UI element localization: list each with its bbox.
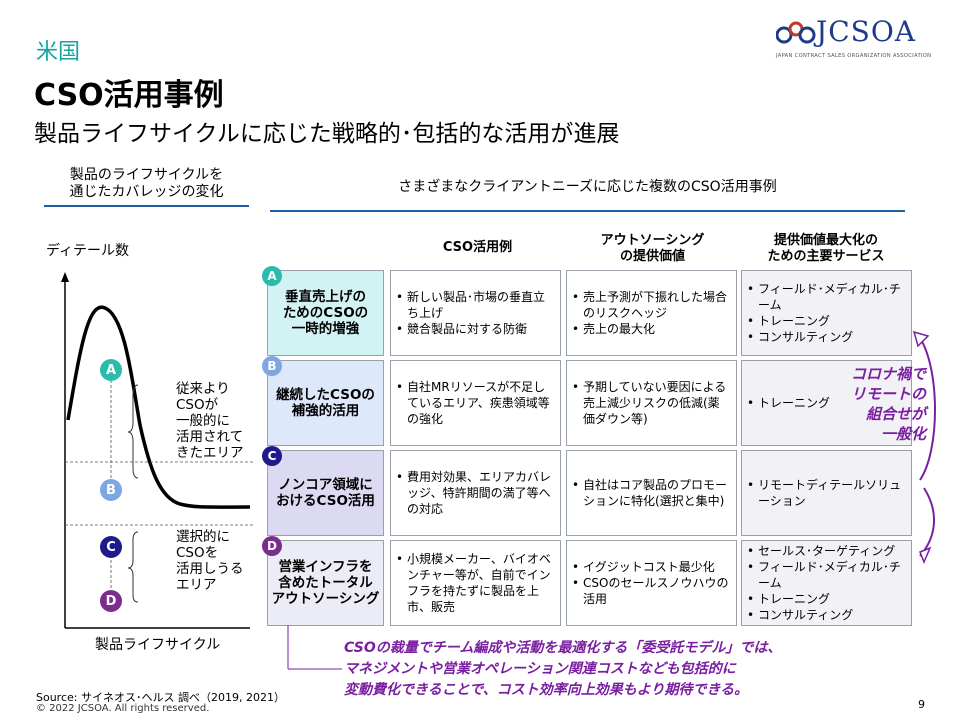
logo-swirl-icon <box>776 21 816 44</box>
cell-b-examples: 自社MRリソースが不足しているエリア、疾患領域等の強化 <box>390 360 561 446</box>
list-item: フィールド･メディカル･チーム <box>746 559 905 591</box>
left-panel-heading: 製品のライフサイクルを 通じたカバレッジの変化 <box>44 167 249 201</box>
logo-wordmark: JCSOA <box>816 15 917 48</box>
cell-a-examples: 新しい製品･市場の垂直立ち上げ 競合製品に対する防衛 <box>390 270 561 356</box>
marker-a: A <box>100 359 122 381</box>
copyright: © 2022 JCSOA. All rights reserved. <box>36 703 210 714</box>
list-item: トレーニング <box>746 313 905 329</box>
left-heading-underline <box>44 205 249 207</box>
arrow-head-upper <box>912 330 930 348</box>
right-heading-underline <box>270 210 905 212</box>
list-item: 売上予測が下振れした場合のリスクヘッジ <box>571 289 730 321</box>
lifecycle-chart <box>61 272 255 629</box>
brace-cd <box>127 531 139 603</box>
row-badge-d: D <box>262 536 282 556</box>
cell-d-services: セールス･ターゲティング フィールド･メディカル･チーム トレーニング コンサル… <box>741 540 912 626</box>
page-subtitle: 製品ライフサイクルに応じた戦略的･包括的な活用が進展 <box>34 121 620 147</box>
row-badge-a: A <box>262 266 282 286</box>
purple-arrows <box>912 330 936 564</box>
page-number: 9 <box>918 698 925 711</box>
list-item: コンサルティング <box>746 329 905 345</box>
list-item: 売上の最大化 <box>571 321 730 337</box>
corona-annotation: コロナ禍で リモートの 組合せが 一般化 <box>850 365 926 443</box>
list-item: 小規模メーカー、バイオベンチャー等が、自前でインフラを持たずに製品を上市、販売 <box>395 551 554 615</box>
cell-d-value: イグジットコスト最少化 CSOのセールスノウハウの活用 <box>566 540 737 626</box>
list-item: リモートディテールソリューション <box>746 477 905 509</box>
row-label-a: 垂直売上げの ためのCSOの 一時的増強 <box>267 270 384 356</box>
list-item: 自社MRリソースが不足しているエリア、疾患領域等の強化 <box>395 379 554 427</box>
cell-c-services: リモートディテールソリューション <box>741 450 912 536</box>
left-heading-line1: 製品のライフサイクルを <box>69 167 224 183</box>
cell-c-value: 自社はコア製品のプロモーションに特化(選択と集中) <box>566 450 737 536</box>
arrow-curve-lower <box>919 487 936 557</box>
arrow-head-lower <box>919 546 932 564</box>
right-panel-heading: さまざまなクライアントニーズに応じた複数のCSO活用事例 <box>398 179 777 195</box>
list-item: セールス･ターゲティング <box>746 543 905 559</box>
jcsoa-logo: JCSOA JAPAN CONTRACT SALES ORGANIZATION … <box>776 13 946 65</box>
row-label-b: 継続したCSOの 補強的活用 <box>267 360 384 446</box>
marker-c: C <box>100 536 122 558</box>
cell-a-services: フィールド･メディカル･チーム トレーニング コンサルティング <box>741 270 912 356</box>
y-axis-label: ディテール数 <box>46 243 130 259</box>
cell-c-examples: 費用対効果、エリアカバレッジ、特許期間の満了等への対応 <box>390 450 561 536</box>
row-badge-b: B <box>262 356 282 376</box>
bottom-connector <box>287 625 342 670</box>
brace-ab <box>127 384 139 479</box>
cell-b-value: 予期していない要因による売上減少リスクの低減(薬価ダウン等) <box>566 360 737 446</box>
list-item: 新しい製品･市場の垂直立ち上げ <box>395 289 554 321</box>
list-item: コンサルティング <box>746 607 905 623</box>
page-title: CSO活用事例 <box>34 78 224 113</box>
list-item: フィールド･メディカル･チーム <box>746 281 905 313</box>
marker-b: B <box>100 479 122 501</box>
list-item: トレーニング <box>746 395 905 411</box>
marker-d: D <box>100 590 122 612</box>
note-ab: 従来より CSOが 一般的に 活用されて きたエリア <box>176 381 244 461</box>
cell-a-value: 売上予測が下振れした場合のリスクヘッジ 売上の最大化 <box>566 270 737 356</box>
col-head-services: 提供価値最大化の ための主要サービス <box>767 233 885 264</box>
bottom-note: CSOの裁量でチーム編成や活動を最適化する「委受託モデル」では、 マネジメントや… <box>344 640 782 698</box>
lifecycle-curve <box>66 305 251 509</box>
list-item: 自社はコア製品のプロモーションに特化(選択と集中) <box>571 477 730 509</box>
logo-subtext: JAPAN CONTRACT SALES ORGANIZATION ASSOCI… <box>776 53 932 59</box>
arrow-curve-upper <box>919 337 936 481</box>
row-badge-c: C <box>262 446 282 466</box>
list-item: 費用対効果、エリアカバレッジ、特許期間の満了等への対応 <box>395 469 554 517</box>
country-label: 米国 <box>36 40 81 65</box>
source-note: Source: サイネオス･ヘルス 調べ（2019, 2021） <box>36 691 285 704</box>
col-head-examples: CSO活用例 <box>442 240 513 255</box>
y-axis-arrow <box>61 272 69 282</box>
row-label-d: 営業インフラを 含めたトータル アウトソーシング <box>267 540 384 626</box>
list-item: トレーニング <box>746 591 905 607</box>
list-item: 競合製品に対する防衛 <box>395 321 554 337</box>
cell-d-examples: 小規模メーカー、バイオベンチャー等が、自前でインフラを持たずに製品を上市、販売 <box>390 540 561 626</box>
list-item: イグジットコスト最少化 <box>571 559 730 575</box>
left-heading-line2: 通じたカバレッジの変化 <box>69 184 224 200</box>
col-head-value: アウトソーシング の提供価値 <box>600 233 705 264</box>
list-item: CSOのセールスノウハウの活用 <box>571 575 730 607</box>
list-item: 予期していない要因による売上減少リスクの低減(薬価ダウン等) <box>571 379 730 427</box>
note-cd: 選択的に CSOを 活用しうる エリア <box>176 529 244 593</box>
x-axis-label: 製品ライフサイクル <box>95 637 221 653</box>
cell-b-services: トレーニング <box>741 360 912 446</box>
row-label-c: ノンコア領域に おけるCSO活用 <box>267 450 384 536</box>
